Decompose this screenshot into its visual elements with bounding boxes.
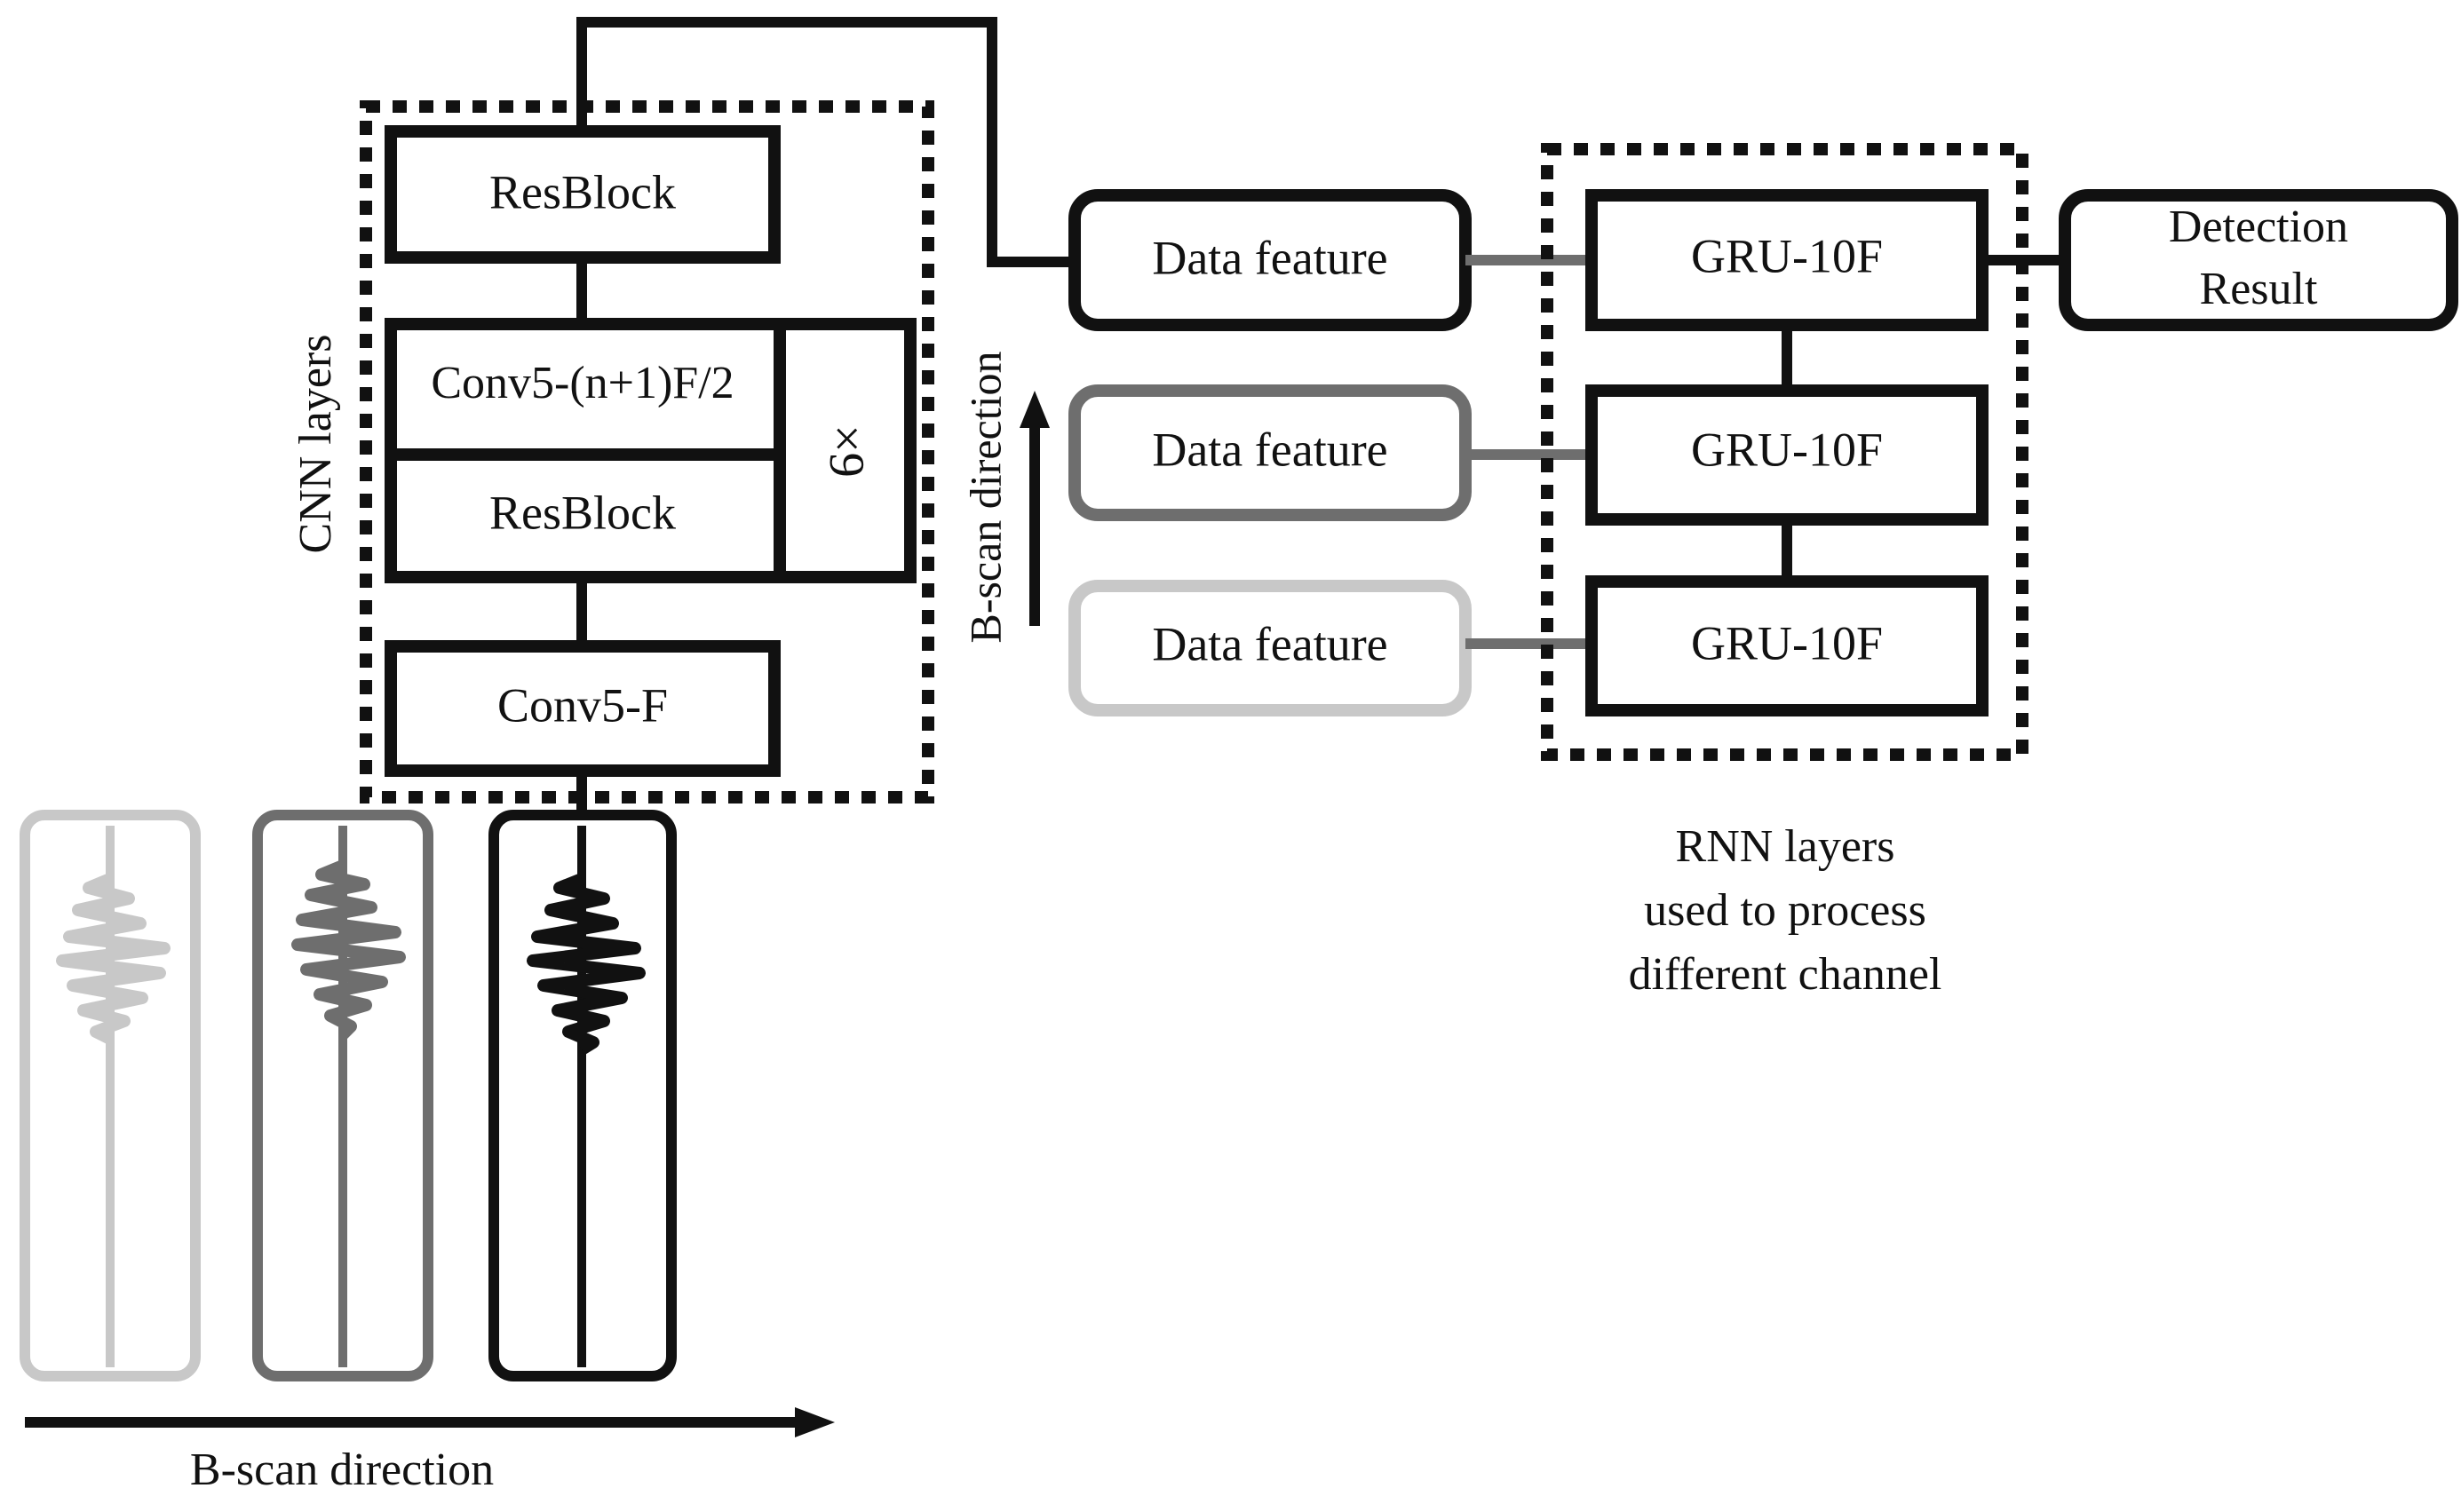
- data-feature-1: Data feature: [1068, 189, 1472, 331]
- vertical-direction-label: B-scan direction: [960, 351, 1010, 643]
- conv-n-label: Conv5-(n+1)F/2: [431, 358, 734, 408]
- vertical-arrowhead-icon: [1020, 391, 1050, 428]
- cnn-group-frame: [360, 100, 934, 803]
- waveform-icon: [527, 873, 646, 1055]
- waveform-icon: [56, 873, 171, 1045]
- signal-channel-light: [20, 810, 201, 1381]
- gru-3-label: GRU-10F: [1691, 616, 1883, 669]
- data-feature-3-label: Data feature: [1152, 617, 1387, 670]
- gru-2-label: GRU-10F: [1691, 423, 1883, 476]
- horizontal-direction-label: B-scan direction: [190, 1445, 494, 1495]
- detection-result-line1: Detection: [2169, 202, 2348, 252]
- data-feature-2-label: Data feature: [1152, 423, 1387, 476]
- gru-2: GRU-10F: [1585, 384, 1989, 526]
- gru-3: GRU-10F: [1585, 575, 1989, 716]
- cnn-group-label: CNN layers: [290, 335, 341, 554]
- horizontal-arrowhead-icon: [795, 1407, 835, 1437]
- repeat-count-label: ×9: [819, 424, 874, 478]
- conv-f-label: Conv5-F: [497, 678, 668, 732]
- waveform-icon: [291, 859, 406, 1039]
- signal-channel-mid: [252, 810, 433, 1381]
- data-feature-1-label: Data feature: [1152, 231, 1387, 284]
- resblock-top: ResBlock: [385, 125, 781, 264]
- resblock-top-label: ResBlock: [489, 165, 676, 218]
- repeat-block: Conv5-(n+1)F/2 ResBlock ×9: [385, 318, 917, 583]
- rnn-caption-line-1: RNN layers: [1676, 821, 1895, 872]
- resblock-inner-label: ResBlock: [489, 486, 676, 539]
- signal-channel-dark: [488, 810, 677, 1381]
- gru-1-label: GRU-10F: [1691, 229, 1883, 282]
- data-feature-2: Data feature: [1068, 384, 1472, 521]
- conv-f-block: Conv5-F: [385, 640, 781, 777]
- rnn-caption-line-3: different channel: [1629, 949, 1942, 1000]
- rnn-group-frame: [1541, 143, 2028, 761]
- rnn-caption-line-2: used to process: [1644, 885, 1926, 936]
- cnn-output-connector: [576, 17, 1075, 267]
- data-feature-3: Data feature: [1068, 580, 1472, 716]
- detection-result: Detection Result: [2059, 189, 2458, 331]
- detection-result-line2: Result: [2200, 264, 2318, 314]
- gru-1: GRU-10F: [1585, 189, 1989, 331]
